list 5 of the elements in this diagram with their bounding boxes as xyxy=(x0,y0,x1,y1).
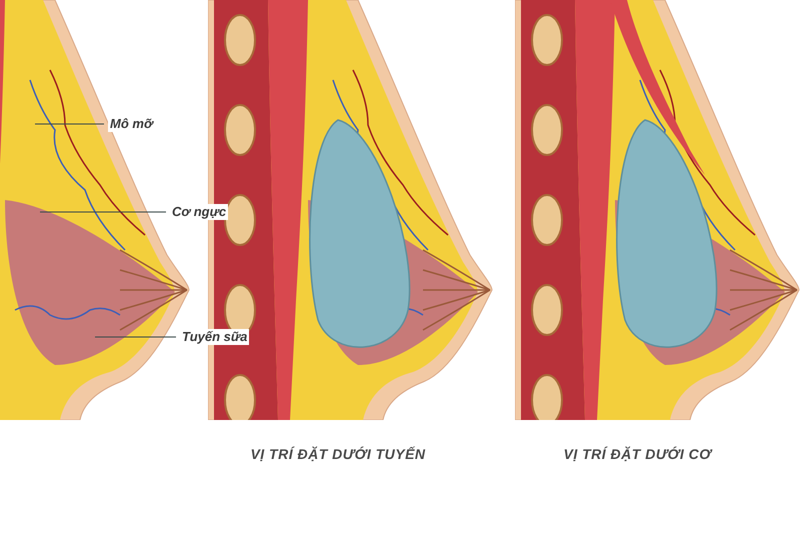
caption: VỊ TRÍ ĐẶT DƯỚI CƠ xyxy=(562,446,714,462)
part-label: Cơ ngực xyxy=(170,204,228,220)
caption: VỊ TRÍ ĐẶT DƯỚI TUYẾN xyxy=(249,446,427,462)
part-label: Mô mỡ xyxy=(108,116,155,132)
part-label: Tuyến sữa xyxy=(180,329,250,345)
